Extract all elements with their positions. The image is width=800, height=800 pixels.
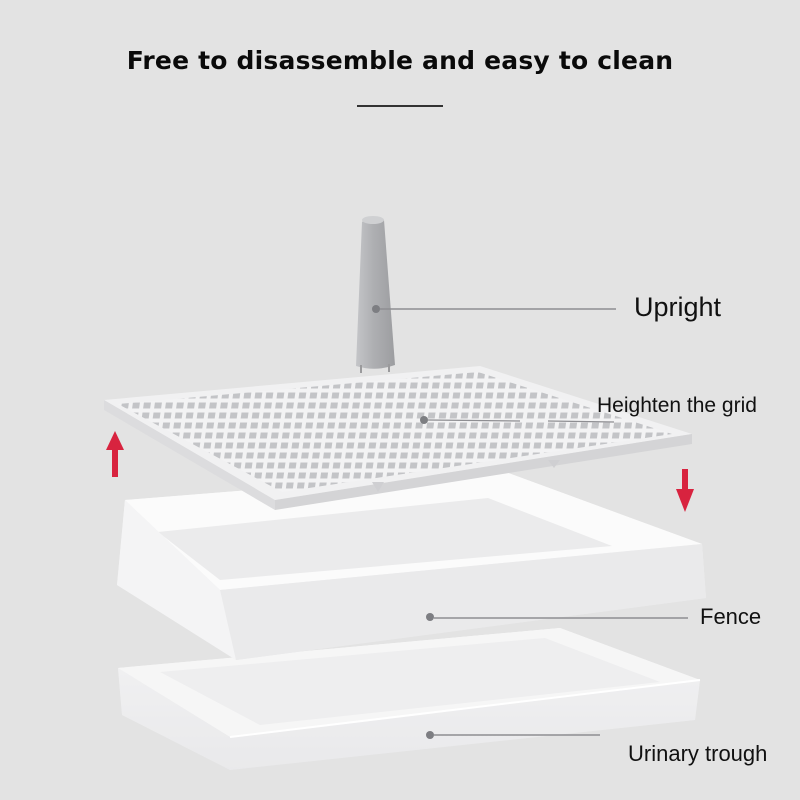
heighten-grid (104, 366, 692, 510)
arrow-up-icon (106, 431, 124, 477)
label-heighten-grid: Heighten the grid (597, 394, 757, 417)
arrow-down-icon (676, 469, 694, 512)
leader-trough (426, 731, 600, 739)
urinary-trough (118, 628, 701, 770)
page-title: Free to disassemble and easy to clean (126, 46, 674, 75)
leader-upright (372, 305, 616, 313)
title-divider (357, 105, 443, 107)
fence (117, 470, 706, 660)
label-urinary-trough: Urinary trough (628, 741, 768, 766)
leader-fence (426, 613, 688, 621)
leader-grid (420, 416, 615, 424)
label-upright: Upright (634, 292, 722, 322)
upright-post (356, 216, 395, 373)
label-fence: Fence (700, 604, 762, 629)
